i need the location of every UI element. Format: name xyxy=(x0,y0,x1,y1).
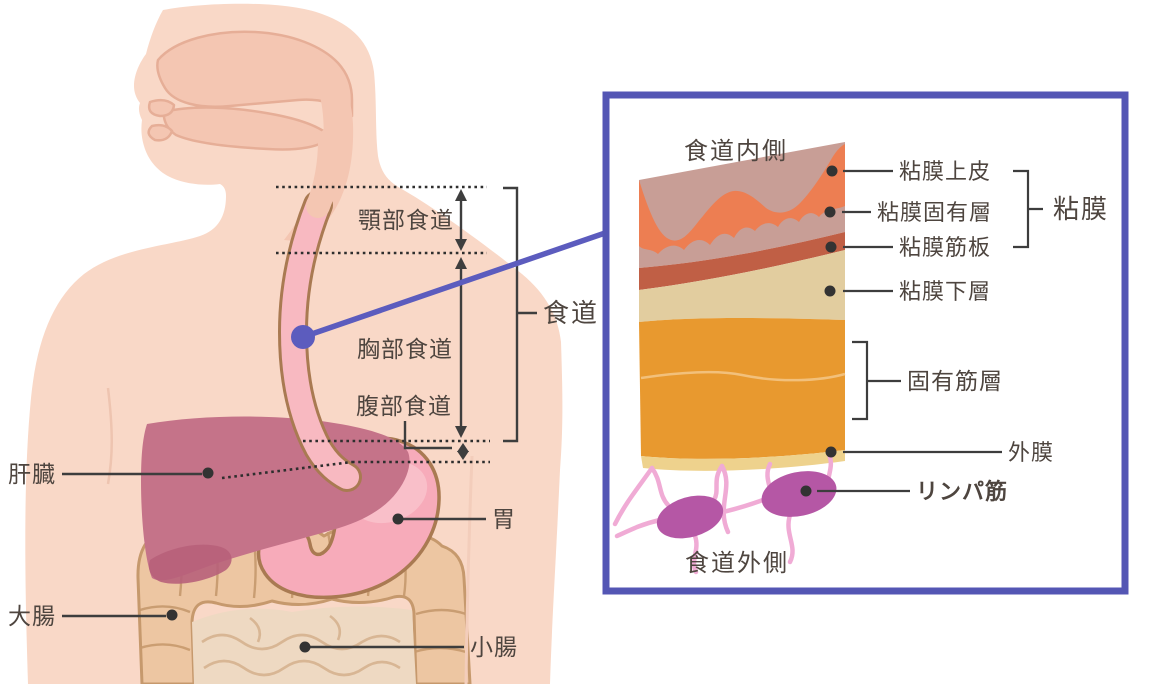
adventitia-label: 外膜 xyxy=(1008,440,1054,465)
abdominal-esophagus-label: 腹部食道 xyxy=(356,393,452,419)
right-arm-crease xyxy=(464,455,474,684)
muscularis-mucosae-dot xyxy=(825,241,837,253)
inset-inner-title: 食道内側 xyxy=(684,138,788,165)
large-intestine-label: 大腸 xyxy=(8,603,56,629)
abdominal-label-elbow xyxy=(403,421,452,450)
dotted-level-lines xyxy=(221,185,490,480)
pharynx-shape xyxy=(284,60,354,242)
epithelium-dot xyxy=(826,165,838,177)
inset-connector-line xyxy=(302,229,609,340)
lymph-node-dot xyxy=(800,485,812,497)
esophagus-tube-fill xyxy=(280,193,359,489)
liver-dot xyxy=(202,467,214,479)
inset-wall-layers xyxy=(639,142,846,471)
pharynx-to-esophagus-fill xyxy=(306,128,342,218)
layer-epithelium xyxy=(639,144,845,254)
muscularis-mucosae-label: 粘膜筋板 xyxy=(899,235,991,260)
mucosa-bracket xyxy=(1013,169,1043,249)
epithelium-label: 粘膜上皮 xyxy=(899,159,991,184)
nasal-cavity-shape xyxy=(156,30,354,118)
esophagus-bracket xyxy=(503,186,537,443)
small-intestine-dot xyxy=(299,641,311,653)
adventitia-dot xyxy=(825,446,837,458)
torso-leader-dots xyxy=(166,467,404,653)
small-intestine-label: 小腸 xyxy=(470,634,518,660)
lymph-node-right xyxy=(761,471,837,517)
measure-arrows xyxy=(403,189,469,460)
left-arm-crease xyxy=(106,387,113,485)
layer-adventitia xyxy=(641,450,845,471)
liver-lower-lobe-shape xyxy=(149,544,232,584)
inset-leader-lines xyxy=(817,169,1043,493)
lips-upper-shape xyxy=(147,98,176,118)
head-cavity-group xyxy=(147,30,354,242)
liver-label: 肝臓 xyxy=(8,461,56,487)
inset-leader-dots xyxy=(800,165,838,497)
lymph-label: リンパ筋 xyxy=(916,479,1008,504)
submucosa-label: 粘膜下層 xyxy=(899,279,991,304)
lamina-propria-label: 粘膜固有層 xyxy=(877,200,992,225)
muscle-layer-streak xyxy=(640,370,846,382)
muscle-bracket xyxy=(852,340,901,421)
torso-leader-lines xyxy=(62,472,486,649)
small-intestine-folds xyxy=(201,614,401,677)
mucosa-group-label: 粘膜 xyxy=(1053,194,1109,224)
esophagus-label: 食道 xyxy=(543,298,599,328)
stomach-dot xyxy=(392,513,404,525)
layer-submucosa xyxy=(639,250,845,322)
cervical-esophagus-label: 顎部食道 xyxy=(358,207,454,233)
submucosa-dot xyxy=(824,285,836,297)
thoracic-esophagus-label: 胸部食道 xyxy=(357,336,453,362)
muscularis-propria-label: 固有筋層 xyxy=(907,368,1003,394)
large-intestine-dot xyxy=(166,609,178,621)
inset-connector-dot xyxy=(291,325,315,349)
layer-muscularis-mucosae xyxy=(639,232,845,290)
oral-cavity-tongue-shape xyxy=(162,106,333,151)
esophagus-tube xyxy=(277,128,362,492)
lymph-node-left xyxy=(656,495,724,539)
stomach-label: 胃 xyxy=(492,506,516,532)
lamina-propria-dot xyxy=(824,206,836,218)
lymph-vessels xyxy=(612,449,834,575)
inset-outer-title: 食道外側 xyxy=(685,550,789,577)
lips-lower-shape xyxy=(147,123,174,142)
layer-muscularis-propria xyxy=(639,318,845,459)
